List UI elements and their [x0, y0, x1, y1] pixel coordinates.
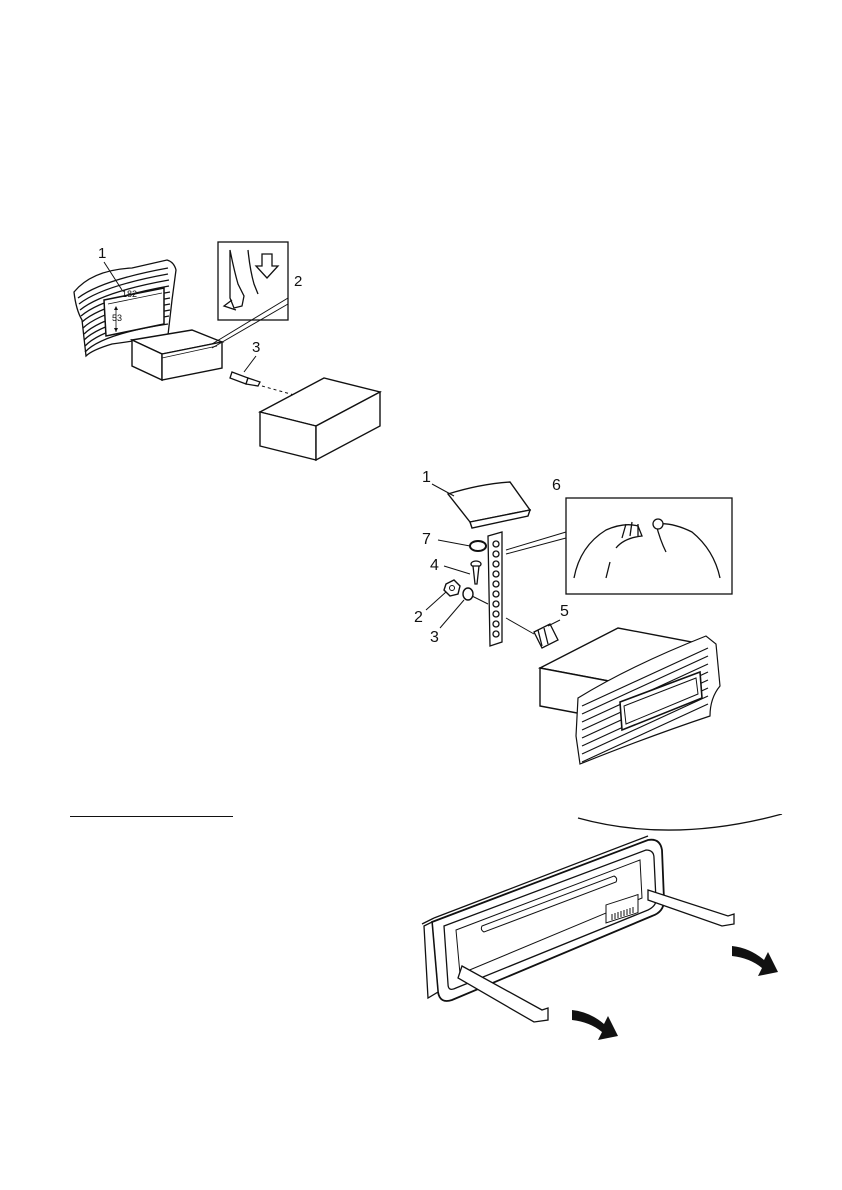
- removal-figure-keys: [412, 814, 786, 1050]
- spring-washer: [463, 588, 473, 600]
- callout-2: 2: [294, 273, 302, 290]
- perforated-strap: [488, 532, 502, 646]
- callout-3: 3: [252, 339, 260, 356]
- callout-3: 3: [430, 629, 439, 646]
- inset-tighten-detail: [506, 498, 732, 594]
- dimension-width-label: 182: [122, 289, 137, 299]
- inset-bend-tabs: [212, 242, 288, 348]
- installation-figure-rear-strap: 1 6 7 4 2 3: [410, 466, 735, 770]
- screw-part: [471, 561, 481, 584]
- washer-part: [470, 541, 486, 551]
- rear-bolt: [534, 624, 558, 648]
- mounting-sleeve: [132, 330, 222, 380]
- callout-5: 5: [560, 603, 569, 620]
- dimension-height-label: 53: [112, 313, 122, 323]
- curved-arrow-icon: [572, 1010, 618, 1040]
- callout-1: 1: [422, 469, 431, 486]
- callout-6: 6: [552, 477, 561, 494]
- curved-arrow-icon: [732, 946, 778, 976]
- mounting-plate: [448, 482, 530, 528]
- callout-7: 7: [422, 531, 431, 548]
- callout-2: 2: [414, 609, 423, 626]
- callout-1: 1: [98, 245, 106, 262]
- rear-bolt: [230, 372, 260, 386]
- installation-figure-sleeve: 1 182 53 2 3: [72, 240, 382, 462]
- section-divider: [70, 816, 233, 817]
- radio-unit: [260, 378, 380, 460]
- callout-4: 4: [430, 557, 439, 574]
